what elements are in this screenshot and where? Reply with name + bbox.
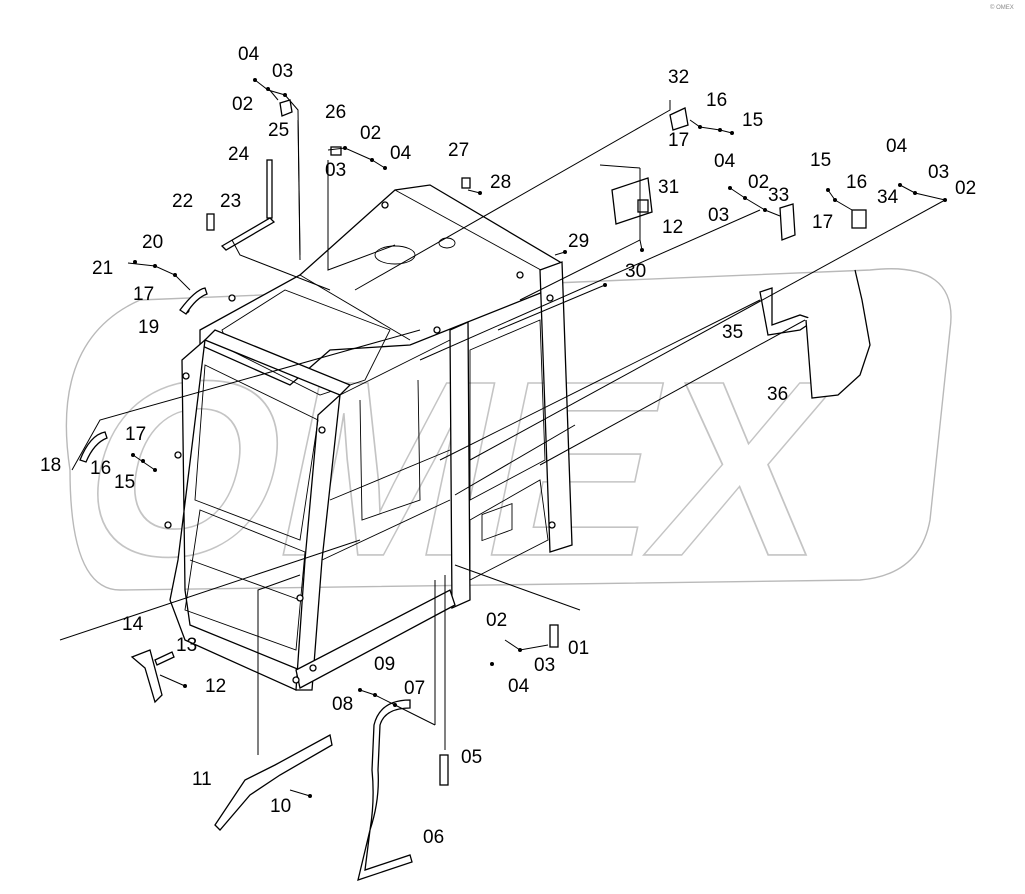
- label-28: 28: [490, 172, 511, 193]
- rear-pillar-right: [539, 261, 573, 553]
- label-33: 33: [768, 185, 789, 206]
- label-26: 26: [325, 102, 346, 123]
- label-32: 32: [668, 67, 689, 88]
- label-20: 20: [142, 232, 163, 253]
- label-15-right: 15: [810, 150, 831, 171]
- label-16-top: 16: [706, 90, 727, 111]
- label-03-far: 03: [928, 162, 949, 183]
- label-29: 29: [568, 231, 589, 252]
- label-11: 11: [192, 769, 212, 790]
- label-30: 30: [625, 261, 646, 282]
- bracket-25: [279, 99, 293, 117]
- label-02-right: 02: [748, 172, 769, 193]
- bolt-13: [154, 651, 175, 666]
- label-34: 34: [877, 187, 899, 208]
- bracket-14: [130, 649, 163, 704]
- label-04-roof: 04: [390, 143, 412, 164]
- label-35: 35: [722, 322, 743, 343]
- label-36: 36: [767, 384, 788, 405]
- label-03-top: 03: [272, 61, 293, 82]
- corner-mark: © OMEX: [990, 4, 1014, 11]
- pad-22: [206, 213, 215, 231]
- label-16-mid: 16: [90, 458, 111, 479]
- bracket-32: [669, 107, 689, 131]
- label-31: 31: [658, 177, 679, 198]
- cab-frame: [164, 184, 573, 691]
- front-windshield: [194, 364, 319, 541]
- seal-strip-23: [220, 217, 276, 251]
- label-18: 18: [40, 455, 61, 476]
- clip-26: [330, 146, 342, 156]
- label-25: 25: [268, 120, 289, 141]
- rail-11: [214, 734, 333, 831]
- frame-bolts: [164, 201, 556, 684]
- label-17-top: 17: [668, 130, 689, 151]
- label-12-top: 12: [662, 217, 683, 238]
- label-08: 08: [332, 694, 353, 715]
- latch-31: [637, 199, 649, 213]
- seal-strip-24: [266, 159, 273, 219]
- label-03-roof: 03: [325, 160, 346, 181]
- lock-34: [851, 209, 867, 229]
- watermark-badge-outline: [65, 268, 952, 591]
- label-02-roof: 02: [360, 123, 381, 144]
- label-17-left: 17: [133, 284, 154, 305]
- label-19: 19: [138, 317, 159, 338]
- part-01: [549, 624, 559, 648]
- leader-dots: [131, 78, 947, 798]
- rear-pillar-left: [449, 321, 471, 609]
- label-04-far: 04: [886, 136, 908, 157]
- upper-cross-beam: [203, 329, 352, 396]
- grab-handle-18: [79, 431, 108, 463]
- label-23: 23: [220, 191, 241, 212]
- label-17-right: 17: [812, 212, 833, 233]
- label-04-top: 04: [238, 44, 260, 65]
- label-01: 01: [568, 638, 589, 659]
- label-04-bottom: 04: [508, 676, 530, 697]
- label-13: 13: [176, 635, 197, 656]
- label-03-right: 03: [708, 205, 729, 226]
- label-17-mid: 17: [125, 424, 146, 445]
- label-07: 07: [404, 678, 425, 699]
- label-02-far: 02: [955, 178, 976, 199]
- plate-05: [439, 754, 449, 786]
- label-04-right: 04: [714, 151, 736, 172]
- cable-36: [805, 269, 871, 399]
- roof-hatch: [374, 245, 416, 265]
- label-09: 09: [374, 654, 395, 675]
- label-14: 14: [122, 614, 144, 635]
- grab-handle-19: [179, 287, 208, 315]
- label-22: 22: [172, 191, 193, 212]
- label-03-bottom: 03: [534, 655, 555, 676]
- handrail-06: [357, 699, 413, 881]
- label-15-top: 15: [742, 110, 763, 131]
- label-15-mid: 15: [114, 472, 135, 493]
- label-27: 27: [448, 140, 469, 161]
- label-10: 10: [270, 796, 291, 817]
- plate-33: [779, 203, 796, 241]
- label-02-top: 02: [232, 94, 253, 115]
- label-02-bottom: 02: [486, 610, 507, 631]
- label-06: 06: [423, 827, 444, 848]
- label-05: 05: [461, 747, 482, 768]
- label-24: 24: [228, 144, 250, 165]
- loose-parts: [79, 99, 871, 881]
- label-16-right: 16: [846, 172, 867, 193]
- label-12-bottom: 12: [205, 676, 226, 697]
- clip-27: [461, 177, 471, 189]
- label-21: 21: [92, 258, 113, 279]
- part-labels: 04 03 02 25 24 23 22 20 21 17 19 26 02 0…: [40, 44, 976, 848]
